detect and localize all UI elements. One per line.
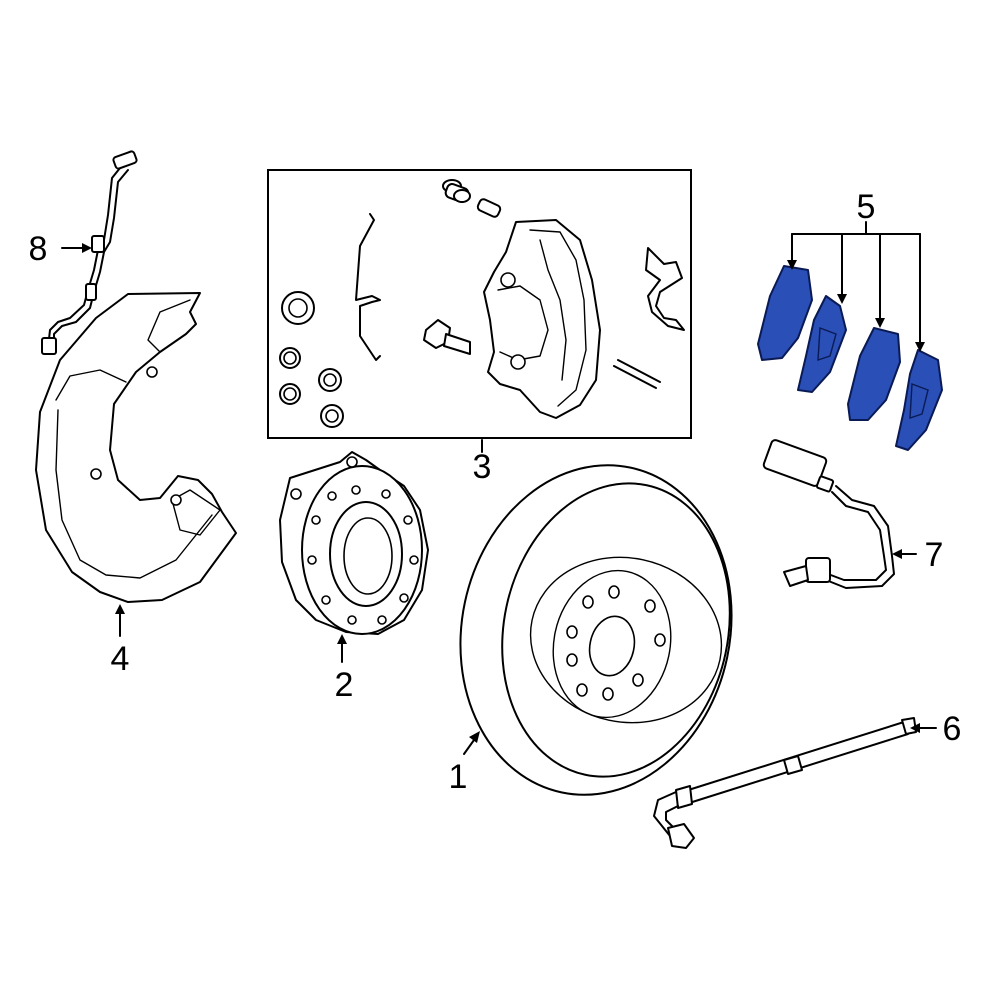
callout-1-label: 1 — [449, 758, 468, 796]
abs-sensor-part[interactable] — [41, 150, 138, 355]
brake-pad-3 — [847, 327, 901, 421]
hub-bolt-holes — [307, 485, 419, 625]
wheel-hub-part[interactable] — [279, 451, 429, 635]
caliper-dust-boots — [442, 179, 502, 218]
callout-2-label: 2 — [335, 666, 354, 704]
caliper-body — [483, 219, 601, 419]
caliper-kit-box[interactable] — [267, 169, 692, 439]
wear-sensor-part[interactable] — [762, 439, 895, 589]
callout-1-arrow-line — [463, 739, 475, 755]
callout-4-arrowhead — [115, 604, 125, 614]
callout-8-arrowhead — [82, 243, 92, 253]
callout-5-label: 5 — [857, 188, 876, 226]
callout-3-label: 3 — [473, 448, 492, 486]
caliper-guide-bolt — [423, 319, 471, 355]
caliper-o-rings — [279, 347, 344, 428]
caliper-spring-clip — [355, 213, 381, 361]
callout-8-label: 8 — [29, 230, 48, 268]
caliper-seal-ring — [281, 291, 315, 325]
caliper-bracket-clip — [645, 247, 685, 331]
brake-pad-2 — [797, 295, 847, 393]
callout-6-arrowhead — [910, 723, 920, 733]
brake-pad-1 — [757, 265, 813, 361]
rotor-bolt-holes — [566, 585, 666, 701]
caliper-pin — [613, 365, 657, 389]
brake-pad-4 — [895, 349, 943, 451]
callout-4-label: 4 — [111, 640, 130, 678]
callout-7-arrowhead — [892, 549, 902, 559]
callout-6-label: 6 — [943, 710, 962, 748]
callout-2-arrowhead — [337, 634, 347, 644]
callout-7-label: 7 — [925, 536, 944, 574]
brake-hose-part[interactable] — [653, 717, 917, 849]
callout-1-arrowhead — [469, 731, 480, 743]
brake-rotor-part[interactable] — [430, 440, 761, 820]
callout-5-leaders — [787, 221, 925, 352]
splash-shield-part[interactable] — [35, 292, 237, 603]
brake-pads-part[interactable] — [757, 265, 943, 451]
